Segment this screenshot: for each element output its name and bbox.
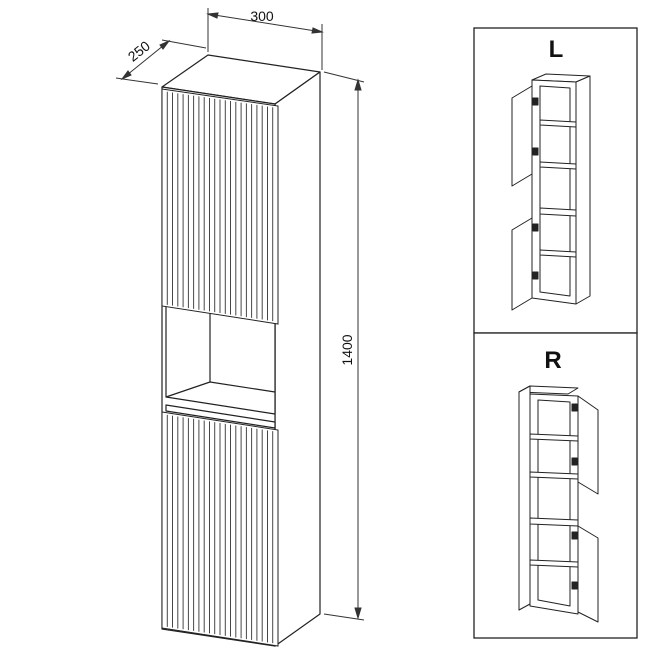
mini-l-shelf-2 <box>539 161 577 170</box>
upper-door-flutes <box>166 91 274 322</box>
mini-l-lower-door <box>511 217 533 311</box>
width-arrow-right <box>311 27 324 34</box>
lower-fluted-door <box>161 411 279 647</box>
height-arrow-top <box>354 78 362 91</box>
height-arrow-bottom <box>354 607 362 620</box>
depth-dimension <box>115 39 207 85</box>
height-extension-bottom <box>323 613 365 621</box>
width-label: 300 <box>250 8 274 24</box>
depth-label: 250 <box>125 37 153 64</box>
mini-r-upper-door <box>577 395 599 495</box>
mini-r-lower-door <box>577 525 599 623</box>
mini-r-shelf-3 <box>529 517 579 527</box>
mini-r-hinge-2 <box>571 457 578 466</box>
width-dimension <box>206 8 324 70</box>
variant-label-l: L <box>549 36 564 63</box>
height-dimension <box>323 71 365 621</box>
niche-shelf <box>165 404 276 429</box>
mini-l-shelf-4 <box>539 249 577 258</box>
mini-r-side <box>518 385 531 611</box>
mini-l-hinge-4 <box>532 271 539 280</box>
lower-door-flutes <box>166 414 274 644</box>
mini-l-hinge-1 <box>532 97 539 106</box>
width-dimension-line <box>207 13 323 33</box>
mini-l-shelf-1 <box>539 119 577 128</box>
height-label: 1400 <box>339 334 355 365</box>
mini-l-shelf-3 <box>539 207 577 217</box>
upper-fluted-door <box>161 88 279 325</box>
mini-l-hinge-2 <box>532 147 539 156</box>
mini-r-hinge-4 <box>571 581 578 590</box>
width-arrow-left <box>206 12 219 19</box>
mini-r-hinge-1 <box>571 403 578 412</box>
cabinet-side <box>274 71 321 647</box>
mini-l-hinge-3 <box>532 223 539 232</box>
mini-cabinet-r <box>518 385 599 623</box>
niche-back-edge <box>165 381 211 398</box>
depth-arrow-back <box>159 39 171 50</box>
mini-cabinet-l <box>511 73 591 311</box>
mini-l-interior <box>539 85 571 297</box>
height-extension-top <box>323 71 365 83</box>
mini-r-hinge-3 <box>571 531 578 540</box>
mini-l-side <box>575 75 591 305</box>
variant-label-r: R <box>544 347 561 374</box>
depth-arrow-front <box>120 70 132 81</box>
mini-l-upper-door <box>511 85 533 187</box>
mini-r-interior <box>537 399 571 607</box>
